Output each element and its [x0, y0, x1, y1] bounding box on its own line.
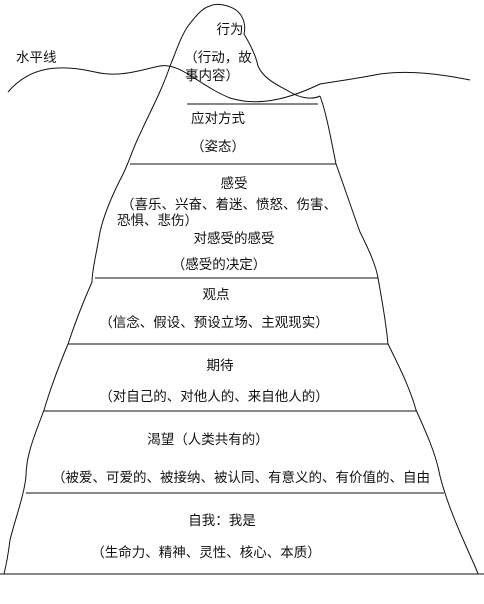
level-title-behavior: 行为 — [217, 22, 244, 38]
level-detail-behavior-line1: （行动，故 — [184, 50, 252, 66]
level-detail-feelings-line2: 恐惧、悲伤） — [117, 212, 198, 229]
iceberg-right-outline — [319, 95, 479, 575]
level-detail-self: （生命力、精神、灵性、核心、本质） — [91, 544, 321, 561]
level-subdetail-feelings: （感受的决定） — [172, 256, 267, 273]
level-detail-yearnings: （被爱、可爱的、被接纳、被认同、有意义的、有价值的、自由 — [52, 469, 430, 486]
level-detail-perceptions: （信念、假设、预设立场、主观现实） — [99, 314, 329, 331]
level-title-expectations: 期待 — [207, 358, 234, 374]
waterline — [7, 65, 471, 103]
waterline-label: 水平线 — [16, 50, 57, 66]
level-detail-behavior-line2: 事内容） — [185, 67, 239, 84]
level-title-feelings: 感受 — [221, 175, 248, 192]
level-title-perceptions: 观点 — [203, 287, 230, 303]
level-subtitle-feelings: 对感受的感受 — [194, 230, 275, 247]
level-title-self: 自我：我是 — [188, 513, 256, 529]
level-title-coping: 应对方式 — [191, 110, 245, 127]
iceberg-tip-outline — [169, 3, 321, 99]
level-detail-expectations: （对自己的、对他人的、来自他人的） — [99, 389, 329, 405]
level-detail-coping: （姿态） — [191, 139, 245, 155]
iceberg-left-outline — [3, 65, 171, 575]
level-detail-feelings-line1: （喜乐、兴奋、着迷、愤怒、伤害、 — [121, 196, 337, 213]
level-title-yearnings: 渴望（人类共有的） — [147, 432, 269, 448]
